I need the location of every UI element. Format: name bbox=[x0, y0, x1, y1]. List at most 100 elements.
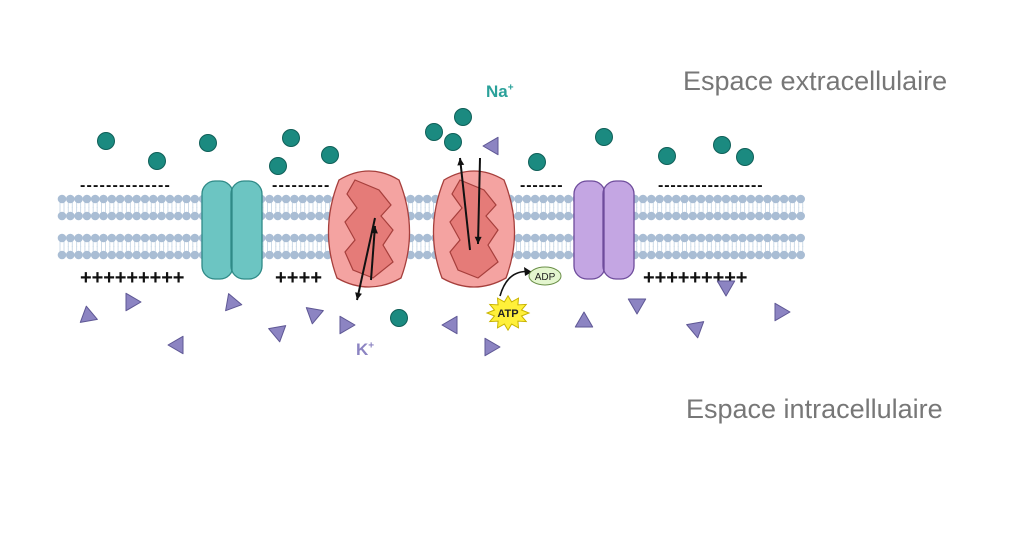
channel-subunit bbox=[602, 180, 635, 280]
lipid-head bbox=[281, 250, 291, 260]
lipid-head bbox=[90, 211, 100, 221]
negative-charge: - bbox=[658, 177, 663, 194]
lipid-head bbox=[688, 194, 698, 204]
lipid-head bbox=[306, 194, 316, 204]
lipid-head bbox=[788, 211, 797, 221]
lipid-head bbox=[539, 194, 548, 204]
lipid-head bbox=[779, 194, 789, 204]
lipid-head bbox=[82, 233, 92, 243]
lipid-head bbox=[647, 194, 656, 204]
lipid-head bbox=[57, 211, 67, 221]
positive-charge: + bbox=[713, 267, 725, 289]
lipid-head bbox=[66, 211, 75, 221]
lipid-head bbox=[182, 250, 191, 260]
lipid-head bbox=[763, 233, 772, 243]
negative-charge: - bbox=[100, 177, 105, 194]
lipid-head bbox=[298, 211, 308, 221]
lipid-head bbox=[655, 233, 664, 243]
lipid-head bbox=[149, 194, 158, 204]
lipid-head bbox=[190, 233, 200, 243]
lipid-head bbox=[182, 211, 191, 221]
lipid-head bbox=[157, 194, 166, 204]
lipid-head bbox=[705, 194, 714, 204]
lipid-head bbox=[555, 233, 565, 243]
lipid-head bbox=[680, 233, 689, 243]
negative-charge: - bbox=[152, 177, 157, 194]
lipid-head bbox=[688, 211, 698, 221]
potassium-ion bbox=[686, 321, 705, 339]
positive-charge: + bbox=[299, 267, 311, 289]
lipid-head bbox=[796, 194, 805, 204]
lipid-head bbox=[273, 194, 283, 204]
sodium-ion bbox=[148, 152, 166, 170]
lipid-head bbox=[530, 233, 540, 243]
lipid-head bbox=[713, 233, 722, 243]
sodium-ion bbox=[713, 136, 731, 154]
negative-charge: - bbox=[87, 177, 92, 194]
lipid-head bbox=[771, 250, 781, 260]
sodium-ion bbox=[199, 134, 217, 152]
lipid-head bbox=[763, 194, 772, 204]
lipid-head bbox=[539, 250, 548, 260]
lipid-head bbox=[323, 194, 332, 204]
lipid-head bbox=[713, 250, 722, 260]
negative-charge: - bbox=[545, 177, 550, 194]
atp-label: ATP bbox=[497, 308, 518, 320]
lipid-head bbox=[165, 194, 175, 204]
negative-charge: - bbox=[557, 177, 562, 194]
potassium-ion bbox=[305, 307, 324, 325]
lipid-head bbox=[57, 233, 67, 243]
lipid-head bbox=[265, 233, 274, 243]
lipid-head bbox=[306, 233, 316, 243]
lipid-head bbox=[663, 233, 673, 243]
positive-charge: + bbox=[643, 267, 655, 289]
lipid-head bbox=[771, 194, 781, 204]
sodium-potassium-pump-open-in bbox=[327, 170, 411, 288]
lipid-head bbox=[688, 250, 698, 260]
lipid-head bbox=[290, 211, 299, 221]
lipid-head bbox=[115, 250, 125, 260]
positive-charge: + bbox=[92, 267, 104, 289]
lipid-head bbox=[115, 194, 125, 204]
lipid-head bbox=[406, 194, 415, 204]
lipid-head bbox=[796, 211, 805, 221]
extracellular-space-label: Espace extracellulaire bbox=[683, 66, 948, 96]
sodium-potassium-pump-open-out bbox=[432, 170, 516, 288]
lipid-head bbox=[705, 250, 714, 260]
lipid-head bbox=[99, 250, 108, 260]
lipid-head bbox=[696, 194, 706, 204]
negative-charge: - bbox=[664, 177, 669, 194]
negative-charge: - bbox=[80, 177, 85, 194]
lipid-head bbox=[173, 250, 183, 260]
lipid-head bbox=[165, 211, 175, 221]
lipid-head bbox=[298, 233, 308, 243]
positive-charge: + bbox=[161, 267, 173, 289]
lipid-head bbox=[638, 211, 648, 221]
lipid-head bbox=[422, 250, 432, 260]
potassium-ion bbox=[716, 280, 736, 297]
lipid-head bbox=[182, 194, 191, 204]
lipid-head bbox=[754, 233, 764, 243]
potassium-ion-label: K+ bbox=[356, 340, 374, 360]
positive-charge: + bbox=[103, 267, 115, 289]
lipid-head bbox=[132, 211, 141, 221]
lipid-head bbox=[173, 233, 183, 243]
positive-charge: + bbox=[150, 267, 162, 289]
lipid-head bbox=[124, 250, 133, 260]
negative-charge: - bbox=[757, 177, 762, 194]
lipid-head bbox=[281, 233, 291, 243]
lipid-head bbox=[82, 194, 92, 204]
lipid-head bbox=[82, 211, 92, 221]
lipid-head bbox=[522, 250, 532, 260]
potassium-ion bbox=[167, 335, 184, 355]
lipid-head bbox=[779, 233, 789, 243]
positive-charge: + bbox=[126, 267, 138, 289]
channel-subunit bbox=[201, 180, 234, 280]
lipid-head bbox=[182, 233, 191, 243]
potassium-path-arrow bbox=[370, 225, 378, 281]
lipid-head bbox=[655, 250, 664, 260]
channel-subunit bbox=[573, 180, 606, 280]
lipid-head bbox=[663, 250, 673, 260]
